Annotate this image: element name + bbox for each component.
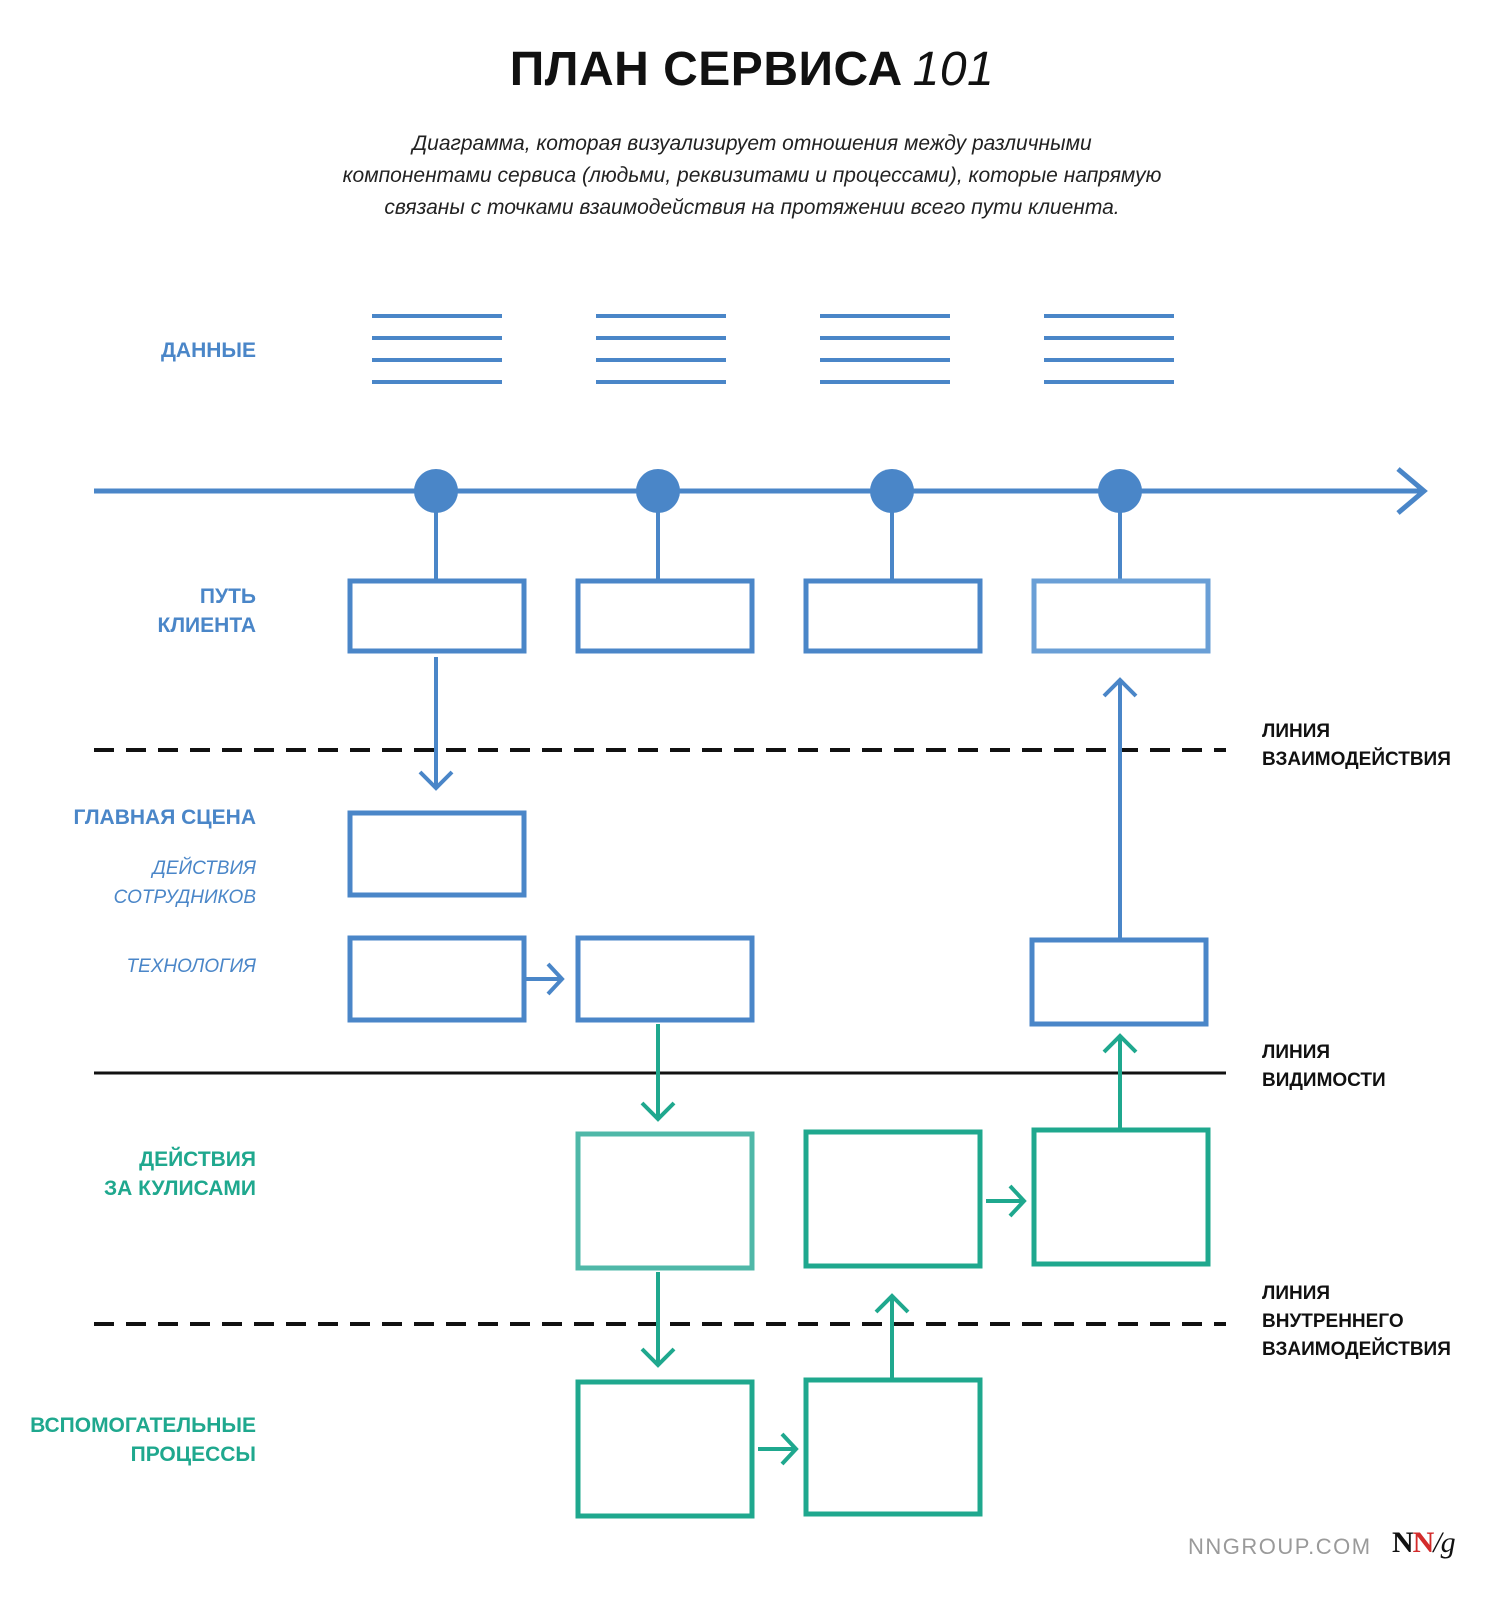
arrow-backstage-2-to-support-1 — [640, 1272, 676, 1368]
journey-box-2 — [575, 578, 755, 654]
row-label-line: ДЕЙСТВИЯ — [139, 1148, 256, 1171]
row-label-line: ПУТЬ — [199, 585, 256, 608]
line-label-text: ЛИНИЯ — [1262, 721, 1331, 742]
subtitle-line: компонентами сервиса (людьми, реквизитам… — [342, 164, 1162, 187]
site-url: NNGROUP.COM — [1188, 1534, 1372, 1559]
journey-box-3 — [803, 578, 983, 654]
subtitle-line: Диаграмма, которая визуализирует отношен… — [412, 132, 1092, 155]
arrow-tech-2-to-backstage-2 — [640, 1024, 676, 1122]
line-label-visibility: ЛИНИЯ ВИДИМОСТИ — [1262, 1039, 1386, 1095]
row-label-line: ПРОЦЕССЫ — [130, 1443, 256, 1466]
touchpoint-dot-4 — [1098, 469, 1142, 513]
row-label-staff-actions: ДЕЙСТВИЯ СОТРУДНИКОВ — [114, 854, 256, 912]
frontstage-box — [347, 810, 527, 898]
row-label-technology: ТЕХНОЛОГИЯ — [126, 952, 256, 981]
arrow-support-2-to-backstage-3 — [874, 1293, 910, 1380]
subtitle-line: связаны с точками взаимодействия на прот… — [384, 196, 1120, 219]
touchpoint-dot-1 — [414, 469, 458, 513]
backstage-box-4 — [1031, 1127, 1211, 1267]
touchpoint-dot-3 — [870, 469, 914, 513]
row-label-data: ДАННЫЕ — [161, 336, 256, 365]
arrow-tech-1-to-tech-2 — [526, 962, 565, 996]
journey-box-1 — [347, 578, 527, 654]
backstage-box-2 — [575, 1131, 755, 1271]
arrow-backstage-4-to-tech-4 — [1102, 1033, 1138, 1130]
logo-letter: /g — [1433, 1526, 1455, 1559]
line-label-interaction: ЛИНИЯ ВЗАИМОДЕЙСТВИЯ — [1262, 718, 1451, 774]
line-label-text: ВЗАИМОДЕЙСТВИЯ — [1262, 749, 1451, 770]
row-label-line: СОТРУДНИКОВ — [113, 887, 256, 908]
backstage-box-3 — [803, 1129, 983, 1269]
title-main: ПЛАН СЕРВИСА — [509, 43, 903, 96]
row-label-customer-journey: ПУТЬ КЛИЕНТА — [158, 582, 257, 640]
row-label-line: ВСПОМОГАТЕЛЬНЫЕ — [30, 1414, 256, 1437]
arrow-backstage-3-to-backstage-4 — [986, 1184, 1027, 1218]
arrow-tech-4-to-journey-4 — [1102, 677, 1138, 940]
touchpoint-dot-2 — [636, 469, 680, 513]
row-label-frontstage: ГЛАВНАЯ СЦЕНА — [73, 803, 256, 832]
technology-box-1 — [347, 935, 527, 1023]
technology-box-2 — [575, 935, 755, 1023]
row-label-support-processes: ВСПОМОГАТЕЛЬНЫЕ ПРОЦЕССЫ — [30, 1411, 256, 1469]
line-label-text: ВЗАИМОДЕЙСТВИЯ — [1262, 1339, 1451, 1360]
title-number: 101 — [912, 43, 995, 96]
journey-box-4 — [1031, 578, 1211, 654]
row-label-technology-text: ТЕХНОЛОГИЯ — [126, 956, 256, 977]
technology-box-4 — [1029, 937, 1209, 1027]
evidence-lines-1 — [372, 314, 502, 384]
evidence-lines-2 — [596, 314, 726, 384]
evidence-lines-4 — [1044, 314, 1174, 384]
timeline-arrowhead — [1396, 467, 1428, 515]
support-box-2 — [803, 1377, 983, 1517]
logo-letter: N — [1412, 1526, 1435, 1559]
row-label-line: ЗА КУЛИСАМИ — [104, 1177, 256, 1200]
row-label-frontstage-text: ГЛАВНАЯ СЦЕНА — [73, 806, 256, 829]
line-label-text: ЛИНИЯ — [1262, 1283, 1331, 1304]
support-box-1 — [575, 1379, 755, 1519]
line-label-text: ВНУТРЕННЕГО — [1262, 1311, 1404, 1332]
evidence-lines-3 — [820, 314, 950, 384]
arrow-journey-to-frontstage — [418, 657, 454, 791]
nng-logo: NN/g — [1392, 1526, 1456, 1560]
row-label-data-text: ДАННЫЕ — [160, 339, 256, 362]
row-label-line: КЛИЕНТА — [157, 614, 257, 637]
line-label-text: ЛИНИЯ — [1262, 1042, 1331, 1063]
subtitle: Диаграмма, которая визуализирует отношен… — [252, 128, 1252, 224]
row-label-backstage: ДЕЙСТВИЯ ЗА КУЛИСАМИ — [104, 1145, 256, 1203]
line-label-internal-interaction: ЛИНИЯ ВНУТРЕННЕГО ВЗАИМОДЕЙСТВИЯ — [1262, 1280, 1451, 1364]
line-label-text: ВИДИМОСТИ — [1262, 1070, 1386, 1091]
logo-letter: N — [1392, 1526, 1414, 1559]
arrow-support-1-to-support-2 — [758, 1432, 799, 1466]
row-label-line: ДЕЙСТВИЯ — [152, 858, 256, 879]
